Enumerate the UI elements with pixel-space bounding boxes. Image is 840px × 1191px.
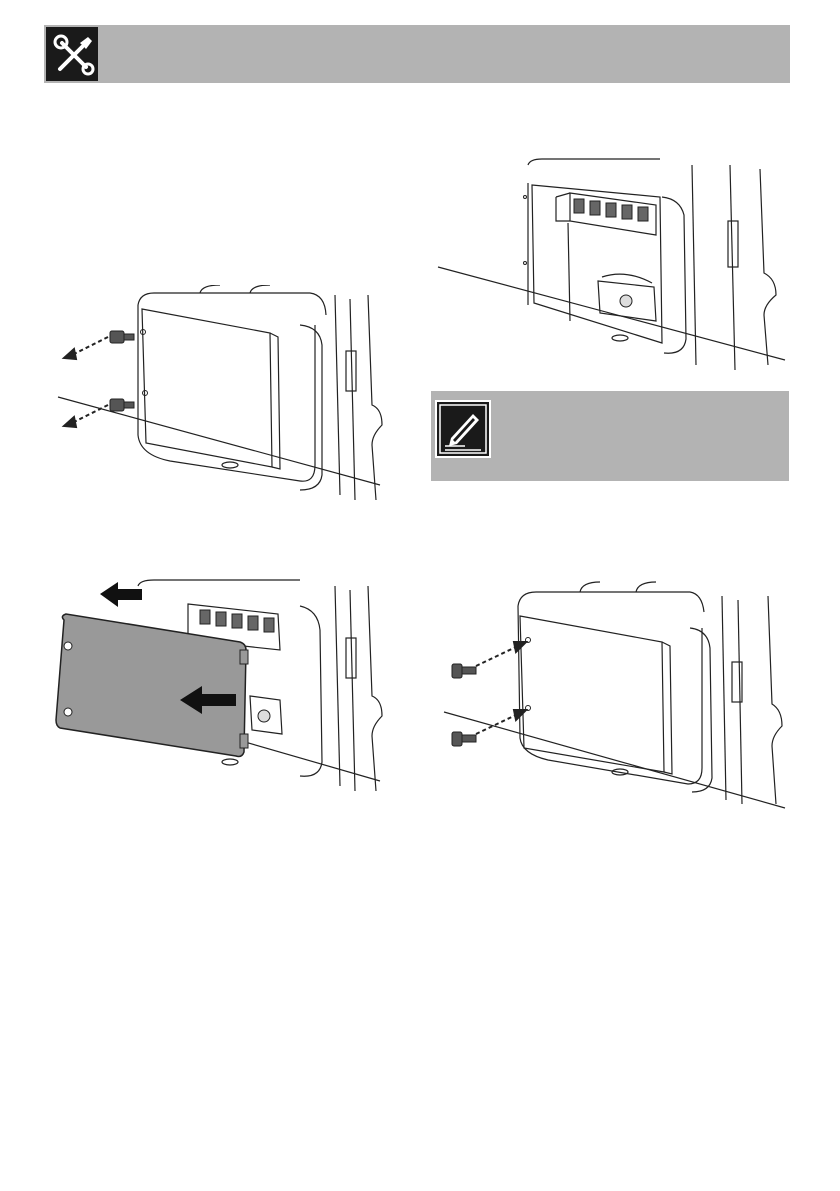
wrench-screwdriver-icon [44,25,100,83]
screw-refit-illustration [440,578,790,813]
note-pencil-icon [435,400,491,458]
section-header-bar [44,25,790,83]
note-box [431,391,789,481]
screw-removal-illustration [50,285,390,505]
terminal-block-illustration [430,155,790,380]
cover-plate-removal-illustration [50,576,390,801]
